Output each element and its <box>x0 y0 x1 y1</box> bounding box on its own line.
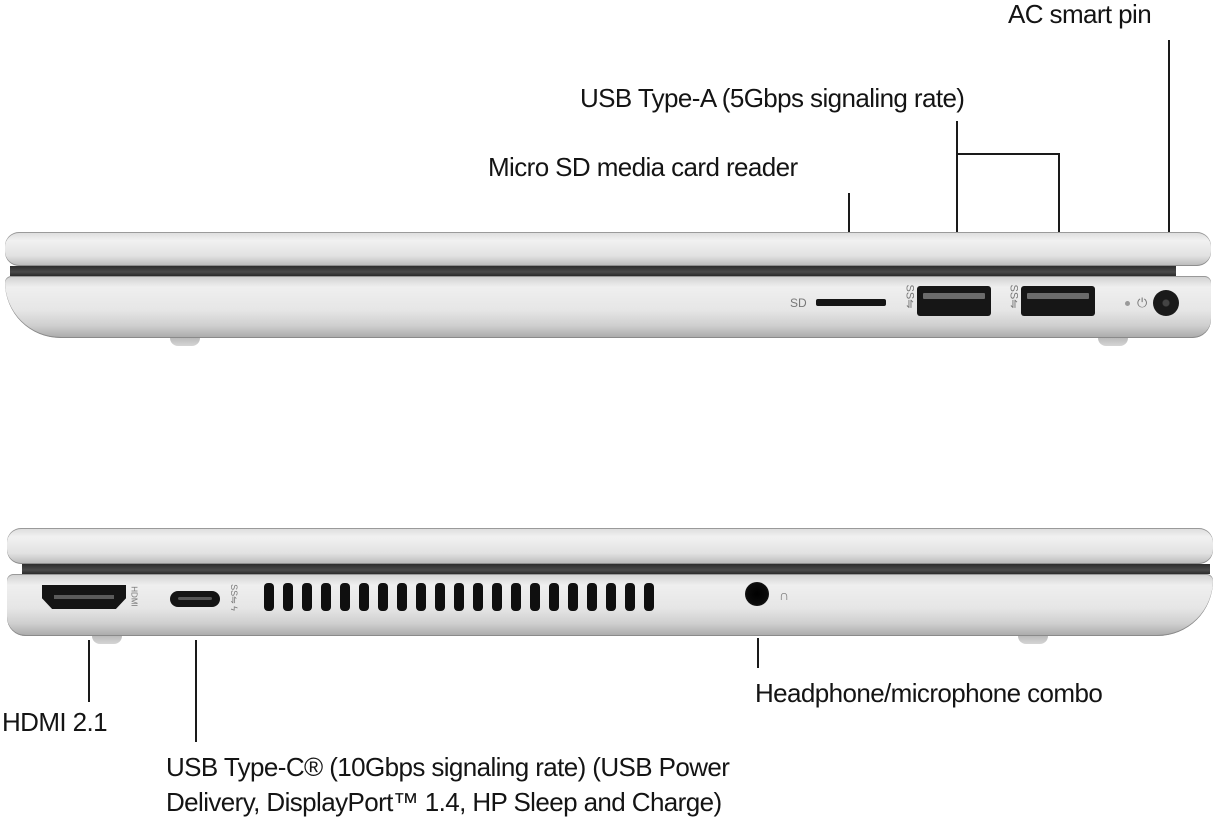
usb-c-label-line2: Delivery, DisplayPort™ 1.4, HP Sleep and… <box>166 787 722 817</box>
usb-type-a-port-2 <box>1021 286 1095 316</box>
vent-slot <box>530 583 540 611</box>
hdmi-text: HDMI <box>129 586 139 607</box>
vent-slot <box>340 583 350 611</box>
hdmi-label: HDMI 2.1 <box>2 707 108 737</box>
rubber-foot <box>92 636 122 644</box>
vent-slot <box>606 583 616 611</box>
charge-led <box>1125 301 1130 306</box>
hdmi-callout-line <box>88 640 90 702</box>
laptop-lid <box>7 528 1213 564</box>
vent-slot <box>435 583 445 611</box>
micro-sd-label: Micro SD media card reader <box>488 152 798 182</box>
hdmi-port <box>42 585 126 609</box>
vent-slot <box>454 583 464 611</box>
sd-text: SD <box>790 296 807 310</box>
micro-sd-callout-line <box>848 193 850 232</box>
laptop-base <box>5 276 1211 338</box>
vent-slot <box>644 583 654 611</box>
vent-slot <box>473 583 483 611</box>
audio-callout-line <box>757 638 759 668</box>
laptop-lid <box>5 232 1211 266</box>
usb-ss-icon: SS⇋ <box>1007 284 1020 309</box>
usb-c-callout-line <box>195 640 197 742</box>
vent-slot <box>378 583 388 611</box>
vent-slot <box>568 583 578 611</box>
vent-slot <box>264 583 274 611</box>
vent-slot <box>625 583 635 611</box>
vent-slot <box>283 583 293 611</box>
vent-slot <box>587 583 597 611</box>
headphone-icon: ∩ <box>779 587 790 603</box>
usb-a-callout-line-bracket <box>956 153 1060 155</box>
vent-slot <box>511 583 521 611</box>
vent-slot <box>549 583 559 611</box>
vent-slot <box>416 583 426 611</box>
lid-gap <box>10 266 1176 276</box>
micro-sd-slot <box>816 299 886 306</box>
usb-a-callout-line-vertical <box>956 121 958 232</box>
usb-a-callout-line-right <box>1058 153 1060 232</box>
ac-smart-pin-label: AC smart pin <box>1008 0 1152 29</box>
rubber-foot <box>1098 338 1128 346</box>
ac-pin-callout-line <box>1168 40 1170 232</box>
usb-ss-icon: SS⇋ <box>903 284 916 309</box>
usb-type-c-port <box>170 591 220 607</box>
power-plug-icon: ⏻ <box>1137 295 1148 310</box>
vent-slot <box>397 583 407 611</box>
vent-slot <box>492 583 502 611</box>
rubber-foot <box>170 338 200 346</box>
usb-type-a-port-1 <box>917 286 991 316</box>
headphone-jack <box>745 582 769 606</box>
lid-gap <box>22 564 1210 574</box>
vent-slot <box>302 583 312 611</box>
usb-c-label-line1: USB Type-C® (10Gbps signaling rate) (USB… <box>166 752 730 782</box>
usb-type-a-label: USB Type-A (5Gbps signaling rate) <box>580 83 965 113</box>
vent-slot <box>321 583 331 611</box>
vent-grille <box>264 583 660 613</box>
rubber-foot <box>1018 636 1048 644</box>
ac-smart-pin-port <box>1153 290 1179 316</box>
vent-slot <box>359 583 369 611</box>
audio-combo-label: Headphone/microphone combo <box>755 678 1103 708</box>
usb-c-ss-icon: SS⇋ ϟ <box>228 584 239 611</box>
